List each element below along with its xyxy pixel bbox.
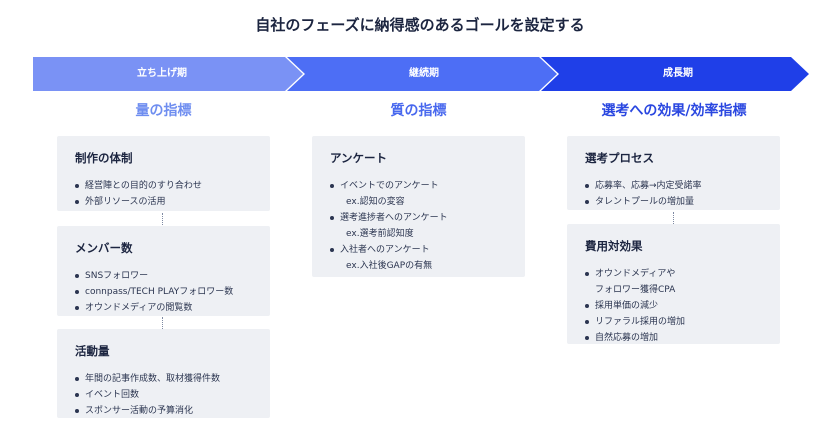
list-item: タレントプールの増加量 [585, 194, 780, 210]
card-title: 選考プロセス [585, 151, 654, 165]
phase-arrow-2 [287, 57, 557, 91]
connector-dots [162, 213, 164, 225]
list-item: イベント回数 [75, 387, 270, 403]
card-member-count: メンバー数 SNSフォロワー connpass/TECH PLAYフォロワー数 … [57, 226, 270, 316]
list-item: 経営陣との目的のすり合わせ [75, 178, 270, 194]
diagram-title: 自社のフェーズに納得感のあるゴールを設定する [255, 16, 585, 34]
list-item: オウンドメディアや [585, 266, 780, 282]
metric-title-quantity: 量の指標 [135, 103, 192, 119]
card-title: 活動量 [75, 344, 110, 358]
card-title: 制作の体制 [75, 151, 133, 165]
phase-label-1: 立ち上げ期 [137, 68, 187, 79]
card-survey: アンケート イベントでのアンケート ex.認知の変容 選考進捗者へのアンケート … [312, 136, 525, 277]
card-activity-volume: 活動量 年間の記事作成数、取材獲得件数 イベント回数 スポンサー活動の予算消化 [57, 329, 270, 418]
list-item: リファラル採用の増加 [585, 314, 780, 330]
card-title: 費用対効果 [585, 239, 643, 253]
list-item: SNSフォロワー [75, 268, 270, 284]
list-item-example: ex.入社後GAPの有無 [346, 261, 433, 271]
list-item: 自然応募の増加 [585, 330, 780, 346]
list-item: 入社者へのアンケート [330, 242, 525, 258]
connector-dots [162, 317, 164, 329]
list-item: 選考進捗者へのアンケート [330, 210, 525, 226]
list-item: イベントでのアンケート [330, 178, 525, 194]
phase-arrows [33, 57, 809, 91]
list-item: 年間の記事作成数、取材獲得件数 [75, 371, 270, 387]
phase-arrow-1 [33, 57, 303, 91]
card-selection-process: 選考プロセス 応募率、応募→内定受諾率 タレントプールの増加量 [567, 136, 780, 210]
card-cost-effectiveness: 費用対効果 オウンドメディアや フォロワー獲得CPA 採用単価の減少 リファラル… [567, 224, 780, 344]
list-item: スポンサー活動の予算消化 [75, 403, 270, 419]
phase-arrow-3 [541, 57, 809, 91]
list-item: オウンドメディアの閲覧数 [75, 300, 270, 316]
card-title: メンバー数 [75, 241, 133, 255]
list-item: 応募率、応募→内定受諾率 [585, 178, 780, 194]
list-item-example: ex.認知の変容 [346, 197, 405, 207]
list-item: 採用単価の減少 [585, 298, 780, 314]
metric-title-efficiency: 選考への効果/効率指標 [601, 103, 747, 119]
card-title: アンケート [330, 151, 388, 165]
list-item-continuation: フォロワー獲得CPA [595, 285, 676, 295]
list-item-example: ex.選考前認知度 [346, 229, 414, 239]
phase-label-2: 継続期 [409, 68, 439, 79]
list-item: connpass/TECH PLAYフォロワー数 [75, 284, 270, 300]
card-production-structure: 制作の体制 経営陣との目的のすり合わせ 外部リソースの活用 [57, 136, 270, 211]
list-item: 外部リソースの活用 [75, 194, 270, 210]
phase-label-3: 成長期 [663, 68, 693, 79]
connector-dots [673, 212, 675, 224]
phase-bar: 立ち上げ期 継続期 成長期 [33, 57, 809, 91]
metric-title-quality: 質の指標 [390, 103, 447, 119]
